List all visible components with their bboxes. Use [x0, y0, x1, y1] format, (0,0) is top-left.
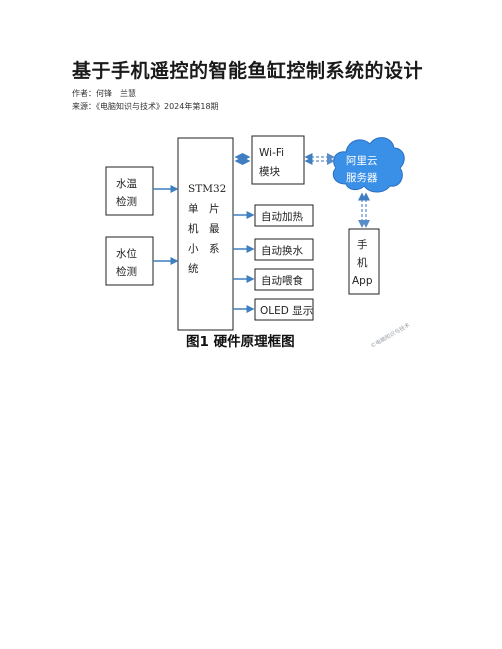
mcu-line4: 小 系 — [188, 243, 220, 255]
document-authors: 作者：何锋 兰慧 — [72, 89, 136, 98]
document-title: 基于手机遥控的智能鱼缸控制系统的设计 — [72, 60, 424, 82]
diagram-canvas: 水温 检测 水位 检测 STM32 单 片 机 最 小 系 统 Wi-Fi 模块… — [105, 135, 410, 350]
water-level-line1: 水位 — [116, 247, 137, 260]
wifi-line1: Wi-Fi — [259, 147, 284, 159]
water-level-line2: 检测 — [116, 265, 137, 278]
arrow-cloud-phone — [358, 192, 370, 228]
watermark-text: ©电脑知识与技术 — [369, 321, 410, 350]
auto-water-label: 自动换水 — [261, 244, 303, 257]
figure-caption: 图1 硬件原理框图 — [186, 333, 295, 350]
document-source: 来源：《电脑知识与技术》2024年第18期 — [72, 102, 219, 111]
arrow-wifi-cloud — [304, 153, 335, 165]
phone-line1: 手 — [357, 238, 368, 251]
phone-line3: App — [352, 275, 373, 287]
wifi-line2: 模块 — [259, 166, 280, 178]
auto-heat-label: 自动加热 — [261, 210, 303, 223]
cloud-line1: 阿里云 — [346, 155, 378, 167]
oled-display-label: OLED 显示 — [260, 305, 313, 317]
phone-line2: 机 — [357, 256, 368, 269]
auto-water-block: 自动换水 — [254, 238, 314, 261]
auto-heat-block: 自动加热 — [254, 204, 314, 227]
mcu-line3: 机 最 — [188, 222, 220, 235]
mcu-line5: 统 — [188, 262, 199, 275]
oled-display-block: OLED 显示 — [254, 298, 314, 321]
water-level-block: 水位 检测 — [105, 236, 154, 286]
mcu-line1: STM32 — [188, 183, 226, 195]
arrow-mcu-wifi — [234, 153, 251, 165]
auto-feed-label: 自动喂食 — [261, 274, 303, 287]
mcu-line2: 单 片 — [188, 202, 220, 215]
cloud-line2: 服务器 — [346, 171, 378, 184]
auto-feed-block: 自动喂食 — [254, 268, 314, 291]
water-temp-line1: 水温 — [116, 178, 137, 190]
water-temp-block: 水温 检测 — [105, 166, 154, 216]
water-temp-line2: 检测 — [116, 195, 137, 208]
phone-app-block: 手 机 App — [348, 228, 380, 295]
cloud-server-block: 阿里云 服务器 — [332, 137, 405, 193]
wifi-module-block: Wi-Fi 模块 — [251, 135, 305, 185]
hardware-block-diagram: 水温 检测 水位 检测 STM32 单 片 机 最 小 系 统 Wi-Fi 模块… — [100, 126, 410, 366]
mcu-block: STM32 单 片 机 最 小 系 统 — [177, 137, 234, 331]
